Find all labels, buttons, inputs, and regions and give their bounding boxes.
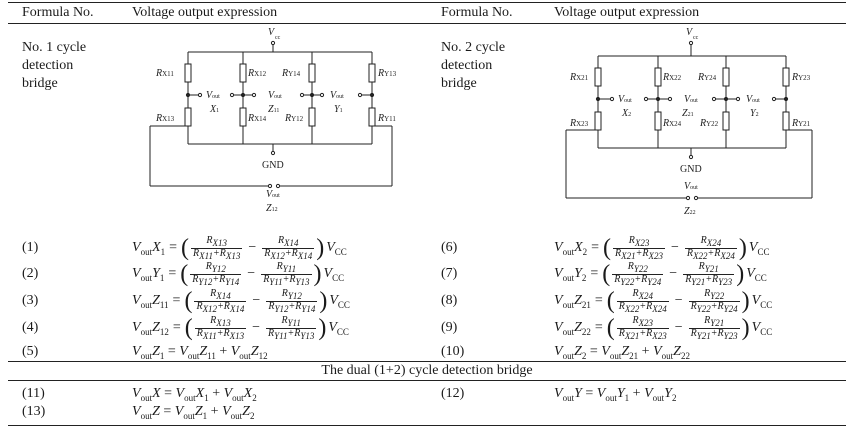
- bridge2-vout-y2: Vout: [746, 94, 760, 105]
- formula-no-5: (5): [22, 344, 39, 359]
- bridge1-vout-y1: Vout: [330, 90, 344, 101]
- bridge1-label-rx12: RX12: [247, 68, 267, 79]
- formula-no-6: (6): [441, 240, 458, 255]
- formula-no-2: (2): [22, 266, 39, 281]
- bridge1-label-rx13: RX13: [155, 113, 175, 124]
- bridge2-branch-1: [594, 56, 602, 148]
- bridge1-branch-3: [308, 52, 316, 144]
- formula-no-13: (13): [22, 404, 46, 419]
- bridge2-label-ry23: RY23: [791, 72, 811, 83]
- formula-no-8: (8): [441, 293, 458, 308]
- bridge1-x1-label: X1: [209, 104, 219, 115]
- bridge2-z21-label: Z21: [682, 108, 694, 119]
- formula-no-9: (9): [441, 320, 458, 335]
- bridge1-vout-z12: Vout: [266, 189, 280, 200]
- svg-text:cc: cc: [693, 35, 699, 41]
- formula-no-7: (7): [441, 266, 458, 281]
- bridge2-label-ry24: RY24: [697, 72, 717, 83]
- bridge2-circuit-svg: V cc GND: [565, 27, 813, 217]
- bridge1-branch-4: [368, 52, 376, 144]
- bridge2-vout-x2: Vout: [618, 94, 632, 105]
- bridge1-branch-1: [184, 52, 192, 144]
- formula-no-10: (10): [441, 344, 465, 359]
- bridge2-label-rx21: RX21: [569, 72, 589, 83]
- bridge1-branch-2: [239, 52, 247, 144]
- bridge2-label-rx23: RX23: [569, 118, 589, 129]
- bridge1-z12-label: Z12: [266, 203, 278, 214]
- bridge2-vcc-label: V: [686, 27, 694, 38]
- bridge1-label-ry12: RY12: [284, 113, 304, 124]
- dual-section-top-rule: [8, 361, 846, 362]
- bridge2-label-rx24: RX24: [662, 118, 682, 129]
- bridge1-label-ry13: RY13: [377, 68, 397, 79]
- bridge2-vout-z22: Vout: [684, 181, 698, 192]
- bridge2-branch-4: [782, 56, 790, 148]
- bridge2-gnd-label: GND: [680, 164, 702, 175]
- bridge1-vout-z11: Vout: [268, 90, 282, 101]
- bridge2-label-ry21: RY21: [791, 118, 811, 129]
- bridge2-branch-2: [654, 56, 662, 148]
- equation-13: VoutZ = VoutZ1 + VoutZ2: [132, 404, 255, 421]
- header-voltage-output-1: Voltage output expression: [132, 5, 278, 20]
- bridge1-label-rx14: RX14: [247, 113, 267, 124]
- svg-text:cc: cc: [275, 35, 281, 41]
- bridge2-z22-label: Z22: [684, 206, 696, 217]
- header-voltage-output-2: Voltage output expression: [554, 5, 700, 20]
- bridge1-circuit-svg: V cc GND: [149, 27, 397, 214]
- formula-no-12: (12): [441, 386, 465, 401]
- formula-no-3: (3): [22, 293, 39, 308]
- dual-section-mid-rule: [8, 380, 846, 381]
- bridge2-circuit-diagram: V cc GND: [562, 26, 822, 217]
- equation-11: VoutX = VoutX1 + VoutX2: [132, 386, 257, 403]
- formula-no-4: (4): [22, 320, 39, 335]
- bridge1-label-ry14: RY14: [281, 68, 301, 79]
- bridge1-label: No. 1 cycle detection bridge: [22, 40, 87, 91]
- bridge1-label-ry11: RY11: [377, 113, 396, 124]
- bridge2-x2-label: X2: [621, 108, 631, 119]
- formula-no-1: (1): [22, 240, 39, 255]
- bridge1-vout-x1: Vout: [206, 90, 220, 101]
- header-formula-no-2: Formula No.: [441, 5, 513, 20]
- bridge2-label: No. 2 cycle detection bridge: [441, 40, 506, 91]
- bridge2-label-rx22: RX22: [662, 72, 682, 83]
- dual-bridge-title: The dual (1+2) cycle detection bridge: [321, 363, 533, 378]
- bridge1-label-rx11: RX11: [155, 68, 174, 79]
- bridge2-vout-z21: Vout: [684, 94, 698, 105]
- bridge1-y1-label: Y1: [334, 104, 343, 115]
- bridge2-label-ry22: RY22: [699, 118, 719, 129]
- equation-5: VoutZ1 = VoutZ11 + VoutZ12: [132, 344, 268, 361]
- formula-no-11: (11): [22, 386, 45, 401]
- header-formula-no-1: Formula No.: [22, 5, 94, 20]
- table-top-rule: [8, 2, 846, 3]
- bridge2-y2-label: Y2: [750, 108, 759, 119]
- table-bottom-rule: [8, 425, 846, 426]
- bridge1-z11-label: Z11: [268, 104, 279, 115]
- bridge1-gnd-label: GND: [262, 160, 284, 171]
- equation-12: VoutY = VoutY1 + VoutY2: [554, 386, 677, 403]
- header-bottom-rule: [8, 23, 846, 24]
- bridge1-circuit-diagram: V cc GND: [140, 26, 400, 216]
- bridge2-branch-3: [722, 56, 730, 148]
- bridge1-vcc-label: V: [268, 27, 276, 38]
- equation-10: VoutZ2 = VoutZ21 + VoutZ22: [554, 344, 690, 361]
